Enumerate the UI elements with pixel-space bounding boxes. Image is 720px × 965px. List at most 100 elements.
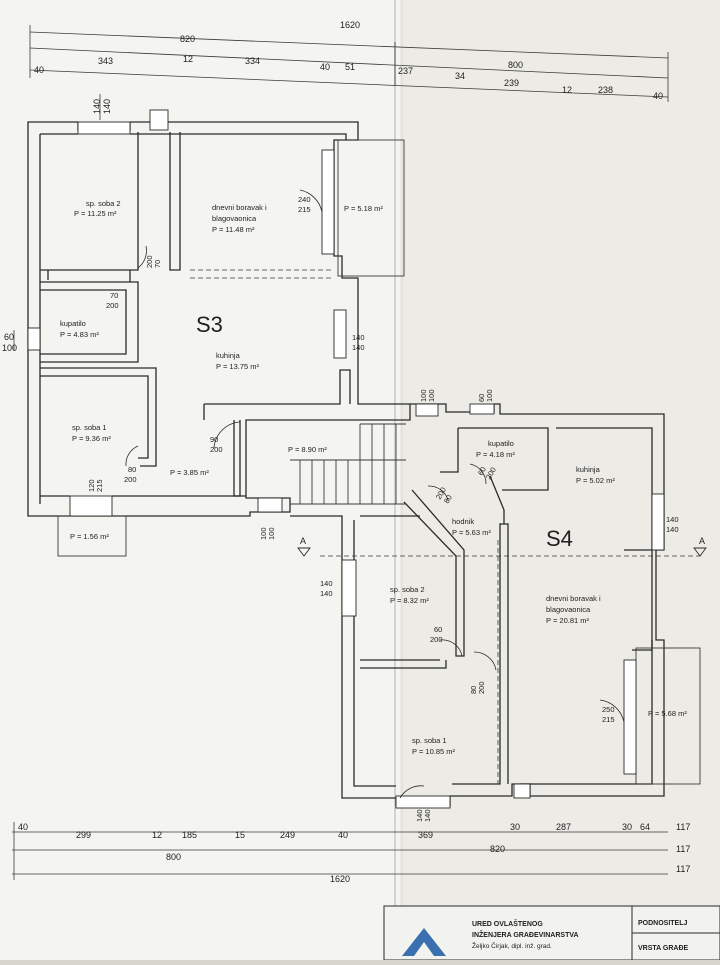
- s3-room-7-area: P = 3.85 m²: [170, 468, 209, 477]
- bottom-dimension-lines: [12, 822, 668, 880]
- dim-top-5: 51: [345, 62, 355, 72]
- s4-room-1-name: kupatilo: [488, 439, 514, 448]
- s4-room-5-name: dnevni boravak i: [546, 594, 601, 603]
- title-field-1: PODNOSITELJ: [638, 920, 688, 927]
- s4-room-4-name: sp. soba 2: [390, 585, 425, 594]
- dim-bottom-0: 40: [18, 822, 28, 832]
- opening-o21-a: 140: [415, 809, 424, 822]
- dim-top-7: 34: [455, 71, 465, 81]
- opening-o7-a: 80: [128, 465, 136, 474]
- dim-bottom-9: 287: [556, 822, 571, 832]
- s4-room-4-area: P = 8.32 m²: [390, 596, 429, 605]
- opening-o10-a: 100: [419, 389, 428, 402]
- s4-room-6-area: P = 10.85 m²: [412, 747, 456, 756]
- dim-bottom-4: 15: [235, 830, 245, 840]
- dim-top-1: 343: [98, 56, 113, 66]
- dim-bottom-2: 12: [152, 830, 162, 840]
- opening-o7-b: 200: [124, 475, 137, 484]
- s3-room-8-area: P = 1.56 m²: [70, 532, 109, 541]
- dim-right-stack-2: 117: [676, 864, 690, 874]
- s3-room-2-area: P = 11.48 m²: [212, 225, 255, 234]
- dim-bottom-10: 30: [622, 822, 632, 832]
- s4-room-6-name: sp. soba 1: [412, 736, 447, 745]
- door-swings: [125, 189, 625, 799]
- dim-top-s3: 820: [180, 34, 195, 44]
- section-marker-left: [297, 547, 311, 557]
- s3-room-3-name: kupatilo: [60, 319, 86, 328]
- dim-bottom-5: 249: [280, 830, 295, 840]
- s4-room-2-name: kuhinja: [576, 465, 601, 474]
- office-line-3: Željko Čirjak, dipl. inž. grad.: [472, 941, 552, 950]
- dim-top-4: 40: [320, 62, 330, 72]
- section-label-right: A: [699, 536, 705, 546]
- opening-o20-b: 215: [602, 715, 615, 724]
- opening-o1-b: 140: [352, 343, 365, 352]
- s4-room-5-area: P = 20.81 m²: [546, 616, 590, 625]
- dim-bottom-6: 40: [338, 830, 348, 840]
- opening-o8-a: 120: [87, 479, 96, 492]
- dim-top-s4: 800: [508, 60, 523, 70]
- dim-bottom-11: 64: [640, 822, 650, 832]
- s3-room-5-name: sp. soba 1: [72, 423, 107, 432]
- s3-room-2-name: dnevni boravak i: [212, 203, 267, 212]
- windows: [27, 109, 665, 809]
- dim-left-vert-2: 140: [102, 99, 112, 114]
- dim-right-stack-1: 117: [676, 844, 690, 854]
- top-dimension-lines: [29, 25, 669, 102]
- office-line-2: INŽENJERA GRAĐEVINARSTVA: [472, 930, 579, 939]
- dim-top-total: 1620: [340, 20, 360, 30]
- dim-top-8: 239: [504, 78, 519, 88]
- left-dimension-lines: [13, 94, 101, 350]
- opening-o3-b: 70: [153, 260, 162, 268]
- title-field-2: VRSTA GRAĐE: [638, 945, 689, 952]
- opening-o4-a: 240: [298, 195, 311, 204]
- opening-o2-b: 200: [106, 301, 119, 310]
- opening-o13-b: 80: [442, 493, 454, 505]
- dim-bottom-8: 30: [510, 822, 520, 832]
- office-line-1: URED OVLAŠTENOG: [472, 919, 543, 928]
- opening-o20-a: 250: [602, 705, 615, 714]
- dim-left-vert-1: 140: [92, 99, 102, 114]
- dim-bottom-1: 299: [76, 830, 91, 840]
- s4-room-2-area: P = 5.02 m²: [576, 476, 615, 485]
- s3-room-4-name: kuhinja: [216, 351, 241, 360]
- opening-o6-b: 200: [210, 445, 223, 454]
- opening-o3-a: 200: [145, 255, 154, 268]
- dim-top-10: 238: [598, 85, 613, 95]
- opening-o6-a: 90: [210, 435, 218, 444]
- paper-right: [400, 0, 720, 960]
- opening-o19-a: 80: [469, 686, 478, 694]
- opening-o18-b: 200: [430, 635, 443, 644]
- dim-left-window-2: 100: [2, 343, 17, 353]
- s3-room-5-area: P = 9.36 m²: [72, 434, 111, 443]
- dim-top-3: 334: [245, 56, 260, 66]
- opening-o16-a: 140: [320, 579, 333, 588]
- staircase: [290, 423, 406, 505]
- opening-o4-b: 215: [298, 205, 311, 214]
- dim-bottom-s3: 800: [166, 852, 181, 862]
- s3-room-6-area: P = 8.90 m²: [288, 445, 327, 454]
- unit-label-s4: S4: [546, 526, 573, 551]
- opening-o18-a: 60: [434, 625, 442, 634]
- opening-o16-b: 140: [320, 589, 333, 598]
- dim-bottom-s4: 820: [490, 844, 505, 854]
- s4-room-5-name2: blagovaonica: [546, 605, 591, 614]
- dim-top-9: 12: [562, 85, 572, 95]
- dim-left-window-1: 60: [4, 332, 14, 342]
- unit-label-s3: S3: [196, 312, 223, 337]
- dashed-lines: [190, 269, 700, 784]
- s4-room-7-area: P = 5.68 m²: [648, 709, 687, 718]
- s3-room-9-area: P = 5.18 m²: [344, 204, 383, 213]
- dim-bottom-3: 185: [182, 830, 197, 840]
- dim-bottom-total: 1620: [330, 874, 350, 884]
- dim-top-0: 40: [34, 65, 44, 75]
- section-marker-right: [693, 547, 707, 557]
- opening-o19-b: 200: [477, 681, 486, 694]
- opening-o9-b: 100: [267, 527, 276, 540]
- opening-o21-b: 140: [423, 809, 432, 822]
- s4-room-1-area: P = 4.18 m²: [476, 450, 515, 459]
- opening-o11-b: 100: [485, 389, 494, 402]
- dim-top-2: 12: [183, 54, 193, 64]
